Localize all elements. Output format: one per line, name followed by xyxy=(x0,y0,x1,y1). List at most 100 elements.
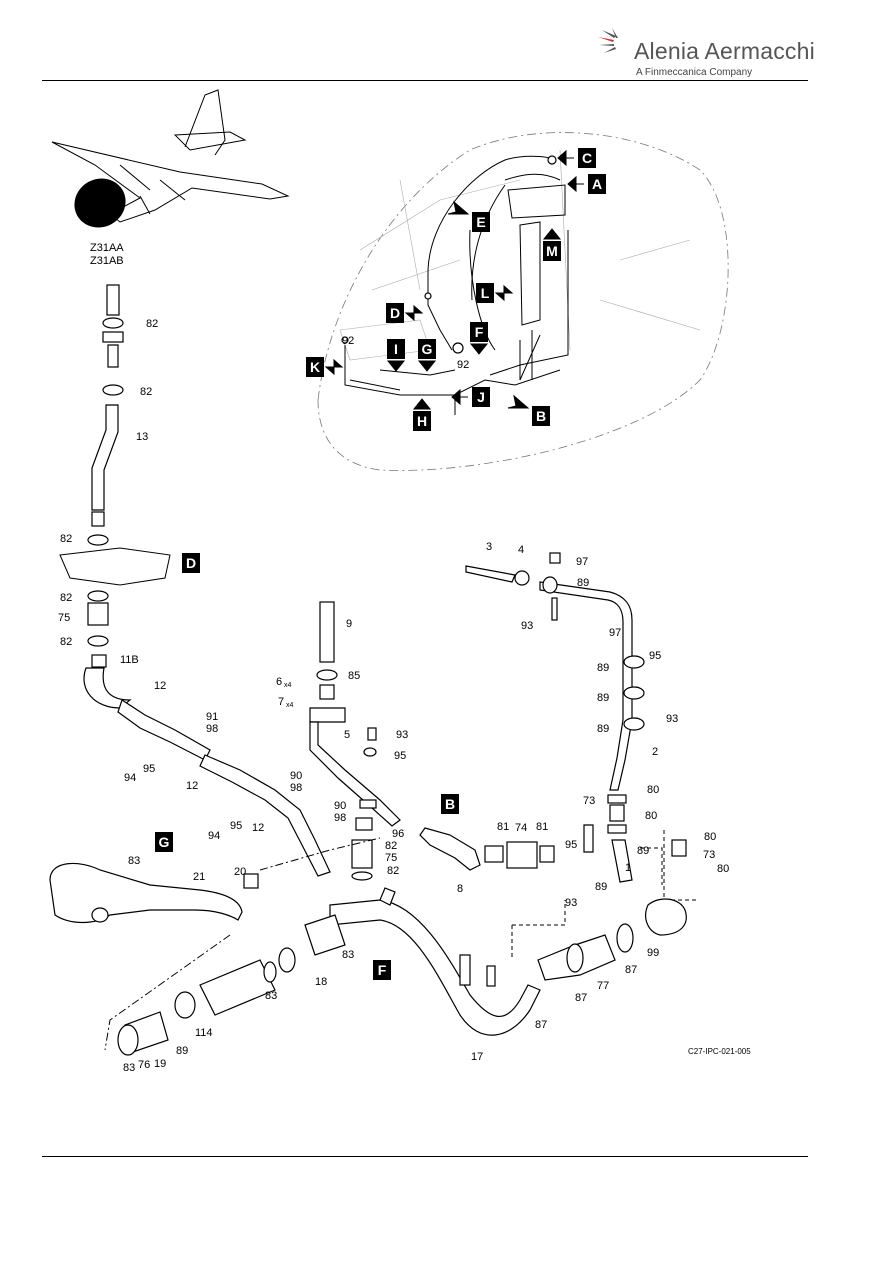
callout-73-b: 73 xyxy=(703,849,715,861)
callout-3: 3 xyxy=(486,541,492,553)
callout-19: 19 xyxy=(154,1058,166,1070)
detail-badge-f: F xyxy=(378,962,387,978)
callout-85: 85 xyxy=(348,670,360,682)
view-arrow-icon xyxy=(469,343,489,355)
view-arrow-icon xyxy=(417,360,437,372)
callout-87-a: 87 xyxy=(535,1019,547,1031)
callout-87-c: 87 xyxy=(625,964,637,976)
callout-2: 2 xyxy=(652,746,658,758)
callout-80-d: 80 xyxy=(717,863,729,875)
callout-76: 76 xyxy=(138,1059,150,1071)
view-arrow-icon xyxy=(386,360,406,372)
callout-8: 8 xyxy=(457,883,463,895)
callout-17: 17 xyxy=(471,1051,483,1063)
view-badge-f: F xyxy=(475,324,484,340)
view-badge-i-box xyxy=(387,339,405,359)
aircraft-locator: Z31AA Z31AB xyxy=(51,89,290,267)
view-badge-d-box xyxy=(386,303,404,323)
view-arrow-icon xyxy=(324,358,344,376)
callout-82-e: 82 xyxy=(60,636,72,648)
callout-5: 5 xyxy=(344,729,350,741)
view-arrow-icon xyxy=(542,228,562,240)
callout-95-b: 95 xyxy=(230,820,242,832)
callout-94-a: 94 xyxy=(124,772,136,784)
view-badge-f-box xyxy=(470,322,488,342)
view-arrow-icon xyxy=(567,175,584,193)
callout-93-b: 93 xyxy=(521,620,533,632)
brand-subtitle: A Finmeccanica Company xyxy=(636,67,753,78)
callout-12-b: 12 xyxy=(186,780,198,792)
callout-82-a: 82 xyxy=(146,318,158,330)
right-duct-assembly xyxy=(465,552,687,883)
view-badge-m-box xyxy=(543,241,561,261)
quantity-7: x4 xyxy=(286,702,294,709)
callout-21: 21 xyxy=(193,871,205,883)
callout-93-d: 93 xyxy=(565,897,577,909)
callout-12-a: 12 xyxy=(154,680,166,692)
view-badge-j-box xyxy=(472,387,490,407)
callout-4: 4 xyxy=(518,544,524,556)
view-arrow-icon xyxy=(447,200,470,215)
nose-section-highlight xyxy=(74,178,126,228)
callout-93-a: 93 xyxy=(396,729,408,741)
view-badge-e-box xyxy=(472,212,490,232)
callout-98-b: 98 xyxy=(290,782,302,794)
callout-89-f: 89 xyxy=(595,881,607,893)
callout-13: 13 xyxy=(136,431,148,443)
callout-95-a: 95 xyxy=(143,763,155,775)
callout-9: 9 xyxy=(346,618,352,630)
view-arrow-icon xyxy=(412,398,432,410)
view-arrow-icon xyxy=(404,304,424,322)
brand-name: Alenia Aermacchi xyxy=(634,38,815,64)
view-badge-m: M xyxy=(546,243,558,259)
detail-badge-b-box xyxy=(441,794,459,814)
callout-82-b: 82 xyxy=(140,386,152,398)
callout-6: 6 xyxy=(276,676,282,688)
callout-73-a: 73 xyxy=(583,795,595,807)
callout-95-c: 95 xyxy=(394,750,406,762)
callout-77: 77 xyxy=(597,980,609,992)
view-badge-b-box xyxy=(532,406,550,426)
view-badge-a: A xyxy=(592,176,602,192)
callout-74: 74 xyxy=(515,822,527,834)
callout-93-c: 93 xyxy=(666,713,678,725)
view-arrow-icon xyxy=(557,149,574,167)
view-badge-a-box xyxy=(588,174,606,194)
callout-11b: 11B xyxy=(120,654,139,666)
callout-95-e: 95 xyxy=(565,839,577,851)
callout-89-e: 89 xyxy=(637,845,649,857)
view-badge-g-box xyxy=(418,339,436,359)
callout-82-d: 82 xyxy=(60,592,72,604)
view-badge-g: G xyxy=(422,341,433,357)
view-badge-l-box xyxy=(476,283,494,303)
callout-99: 99 xyxy=(647,947,659,959)
detail-badge-f-box xyxy=(373,960,391,980)
callout-81-b: 81 xyxy=(536,821,548,833)
callout-80-c: 80 xyxy=(704,831,716,843)
callout-90-b: 90 xyxy=(334,800,346,812)
view-badge-k: K xyxy=(310,359,320,375)
callout-90-a: 90 xyxy=(290,770,302,782)
callout-89-g: 89 xyxy=(176,1045,188,1057)
cockpit-overview xyxy=(317,132,729,471)
callout-97-b: 97 xyxy=(609,627,621,639)
callout-97-a: 97 xyxy=(576,556,588,568)
callout-98-a: 98 xyxy=(206,723,218,735)
lower-duct-assembly xyxy=(49,837,687,1056)
view-badge-c: C xyxy=(582,150,592,166)
detail-badge-d: D xyxy=(186,555,196,571)
callout-92-cockpit-b: 92 xyxy=(457,359,469,371)
zone-label-1: Z31AA xyxy=(90,242,124,254)
view-badge-e: E xyxy=(476,214,485,230)
callout-96: 96 xyxy=(392,828,404,840)
view-badge-c-box xyxy=(578,148,596,168)
view-badge-d: D xyxy=(390,305,400,321)
header-rule xyxy=(42,80,808,81)
callout-82-g: 82 xyxy=(387,865,399,877)
callout-75-b: 75 xyxy=(385,852,397,864)
callout-80-a: 80 xyxy=(647,784,659,796)
callout-92-cockpit-a: 92 xyxy=(342,335,354,347)
